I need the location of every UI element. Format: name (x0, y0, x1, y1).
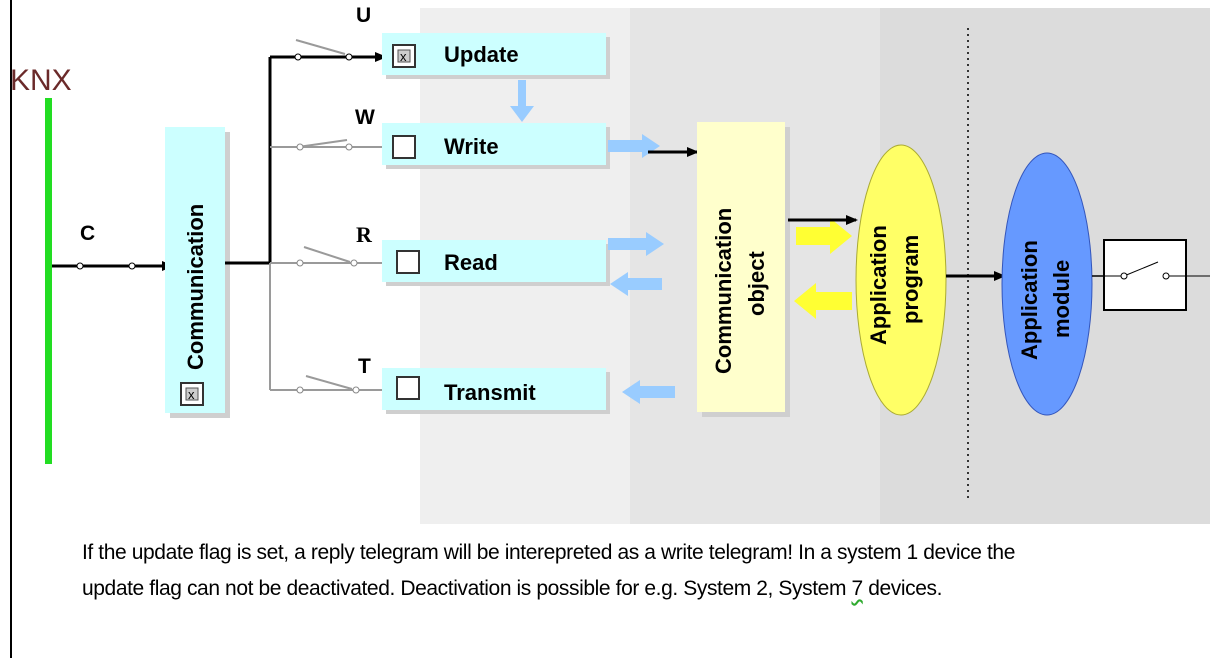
application-module-label-line1: Application (1017, 240, 1042, 360)
flag-letter-r: R (356, 222, 373, 247)
write-flag-label: Write (444, 134, 499, 159)
contact-point (296, 259, 304, 267)
checkbox-mark: x (400, 49, 407, 64)
application-program-ellipse (855, 144, 947, 416)
update-flag-label: Update (444, 42, 519, 67)
write-switch-arm (297, 139, 348, 148)
communication-object-label-line2: object (744, 251, 769, 316)
contact-point (128, 262, 136, 270)
flag-letter-t: T (358, 355, 371, 378)
flag-letter-w: W (355, 106, 375, 129)
communication-object-label-line1: Communication (711, 208, 736, 374)
transmit-checkbox (396, 376, 420, 400)
output-switch-box (1103, 239, 1187, 311)
contact-point (352, 386, 360, 394)
contact-point (296, 386, 304, 394)
caption-tail: devices. (862, 577, 943, 600)
update-to-write-arrow (510, 80, 534, 122)
flag-letter-u: U (356, 4, 371, 27)
application-program-label-line2: program (898, 235, 923, 324)
contact-point (76, 262, 84, 270)
contact-point (345, 53, 353, 61)
contact-point (350, 259, 358, 267)
contact-point (1120, 272, 1128, 280)
communication-object-box (697, 122, 785, 412)
knx-bus-line (45, 98, 52, 464)
update-flag-box (382, 33, 606, 75)
program-to-object-arrow (794, 283, 852, 319)
output-switch-arm (1123, 261, 1159, 277)
contact-point (1162, 272, 1170, 280)
read-response-arrow (610, 272, 662, 296)
update-switch-arm (295, 39, 346, 55)
communication-flag-box (165, 127, 225, 413)
write-checkbox (392, 135, 416, 159)
knx-label: KNX (10, 64, 72, 97)
application-module-label-line2: module (1049, 260, 1074, 338)
contact-point (296, 143, 304, 151)
read-flag-label: Read (444, 250, 498, 275)
transmit-switch-arm (305, 375, 353, 390)
transmit-flag-label: Transmit (444, 380, 536, 405)
write-flag-box (382, 123, 606, 165)
flag-letter-c: C (80, 222, 95, 245)
contact-point (345, 143, 353, 151)
object-to-program-arrow (796, 218, 852, 254)
application-module-ellipse (1001, 152, 1093, 416)
caption-main: If the update flag is set, a reply teleg… (82, 541, 1015, 600)
read-request-arrow (608, 232, 664, 256)
read-checkbox (396, 250, 420, 274)
checkbox-mark: x (188, 387, 195, 402)
contact-point (294, 53, 302, 61)
checkbox-inner (185, 387, 199, 401)
communication-flag-label: Communication (183, 204, 208, 370)
caption-text: If the update flag is set, a reply teleg… (82, 535, 1082, 607)
write-to-object-arrow (608, 134, 660, 158)
checkbox-inner (397, 49, 411, 63)
application-program-label-line1: Application (866, 225, 891, 345)
object-to-transmit-arrow (622, 380, 675, 404)
caption-squiggle-text: 7 (851, 577, 863, 600)
read-switch-arm (303, 246, 351, 263)
